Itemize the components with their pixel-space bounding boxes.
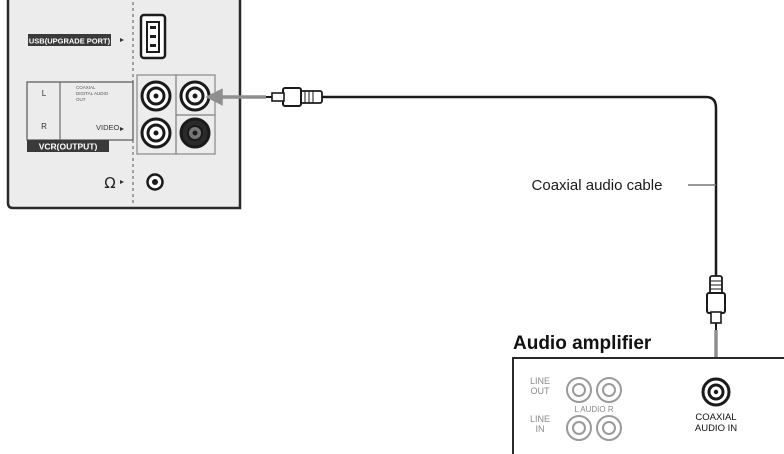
cable-label: Coaxial audio cable <box>532 177 663 194</box>
rca-plug-top-icon <box>262 87 323 107</box>
coaxial-out-label-3: OUT <box>76 97 86 102</box>
line-out-r-jack[interactable] <box>596 377 622 403</box>
line-in-r-jack[interactable] <box>596 415 622 441</box>
headphone-row: Ω <box>104 173 164 192</box>
audio-amplifier: Audio amplifier LINE OUT LINE IN L AUDIO… <box>512 333 784 454</box>
device-back-panel: USB(UPGRADE PORT) L R COAXIAL DIGITAL AU… <box>6 0 242 210</box>
av-connector-group: L R COAXIAL DIGITAL AUDIO OUT VIDEO VCR(… <box>26 74 216 155</box>
amplifier-title: Audio amplifier <box>513 333 652 354</box>
coaxial-out-label-1: COAXIAL <box>76 85 96 90</box>
coaxial-in-jack[interactable] <box>701 377 731 407</box>
label-r: R <box>41 122 47 131</box>
rca-plug-bottom-icon <box>706 275 726 334</box>
video-label: VIDEO <box>96 123 120 132</box>
label-l: L <box>42 89 47 98</box>
audio-lr-label: L AUDIO R <box>574 405 613 414</box>
video-out-jack[interactable] <box>179 117 211 149</box>
headphone-jack[interactable] <box>146 173 164 191</box>
line-in-l-jack[interactable] <box>566 415 592 441</box>
coaxial-in-label-1: COAXIAL <box>695 412 736 423</box>
usb-label: USB(UPGRADE PORT) <box>29 37 111 46</box>
line-in-label-1: LINE <box>530 414 550 424</box>
audio-l-out-jack[interactable] <box>140 80 172 112</box>
line-out-label-1: LINE <box>530 376 550 386</box>
headphone-icon: Ω <box>104 174 115 192</box>
usb-port-icon[interactable] <box>139 13 167 60</box>
audio-r-out-jack[interactable] <box>140 117 172 149</box>
coaxial-in-label-2: AUDIO IN <box>695 423 737 434</box>
line-in-label-2: IN <box>536 424 545 434</box>
vcr-output-label: VCR(OUTPUT) <box>39 142 98 152</box>
line-out-l-jack[interactable] <box>566 377 592 403</box>
usb-port-row: USB(UPGRADE PORT) <box>28 13 167 60</box>
line-out-label-2: OUT <box>531 386 551 396</box>
coaxial-out-label-2: DIGITAL AUDIO <box>76 91 109 96</box>
coaxial-out-jack[interactable] <box>179 80 211 112</box>
